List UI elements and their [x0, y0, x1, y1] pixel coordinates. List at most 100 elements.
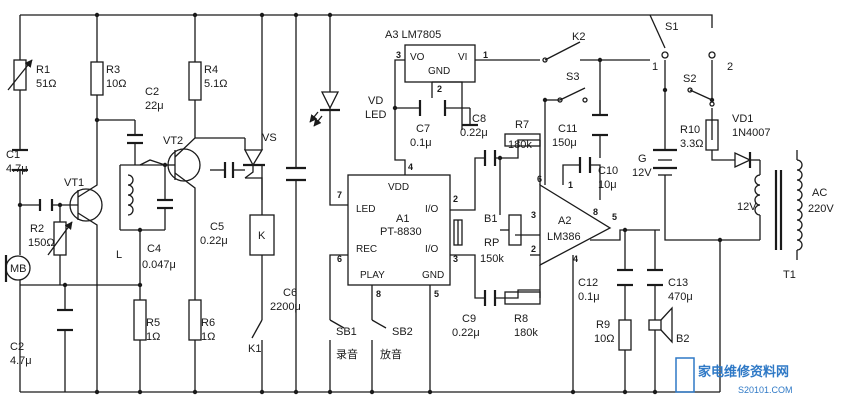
watermark-url: S20101.COM — [738, 385, 793, 395]
t1-ref: T1 — [783, 269, 796, 281]
c1-value: 4.7μ — [6, 163, 28, 175]
a2-part: LM386 — [547, 231, 581, 243]
c7-value: 0.1μ — [410, 137, 432, 149]
c5-value: 0.22μ — [200, 235, 228, 247]
r9-ref: R9 — [596, 319, 610, 331]
vd1-ref: VD1 — [732, 113, 753, 125]
c12-value: 0.1μ — [578, 291, 600, 303]
g-ref: G — [638, 153, 647, 165]
a3-pin3: 3 — [396, 50, 401, 60]
a2-pin5: 5 — [612, 212, 617, 222]
wiring — [19, 14, 761, 393]
a1-pin2: 2 — [453, 194, 458, 204]
r9-value: 10Ω — [594, 333, 614, 345]
vt1-ref: VT1 — [64, 177, 84, 189]
a1-vdd: VDD — [388, 182, 409, 193]
l-ref: L — [116, 249, 122, 261]
a2-pin2: 2 — [531, 244, 536, 254]
a1-pin4: 4 — [408, 162, 413, 172]
c8-value: 0.22μ — [460, 127, 488, 139]
a1-play: PLAY — [360, 270, 385, 281]
sb2-label: 放音 — [380, 347, 402, 361]
c11-value: 150μ — [552, 137, 577, 149]
a1-led: LED — [356, 204, 375, 215]
r6-value: 1Ω — [201, 331, 215, 343]
c4-value: 0.047μ — [142, 259, 176, 271]
a2-pin6: 6 — [537, 174, 542, 184]
c10-value: 10μ — [598, 179, 617, 191]
a1-gnd: GND — [422, 270, 444, 281]
r1-ref: R1 — [36, 64, 50, 76]
t1-primary: AC — [812, 187, 827, 199]
r6-ref: R6 — [201, 317, 215, 329]
junction-dots — [17, 12, 723, 395]
c11-ref: C11 — [558, 123, 577, 135]
watermark: 家电维修资料网 S20101.COM — [675, 357, 793, 395]
vs-ref: VS — [262, 132, 277, 144]
r7-value: 180k — [508, 139, 532, 151]
c4-ref: C4 — [147, 243, 161, 255]
sb1-label: 录音 — [336, 347, 358, 361]
c2b-ref: C2 — [10, 341, 24, 353]
a1-pin7: 7 — [337, 190, 342, 200]
k-ref: K — [258, 230, 266, 242]
component-labels: R1 51Ω R3 10Ω C2 22μ R4 5.1Ω VS A3 LM780… — [6, 21, 834, 367]
vd-name: LED — [365, 109, 386, 121]
c13-ref: C13 — [668, 277, 688, 289]
g-value: 12V — [632, 167, 652, 179]
s1-ref: S1 — [665, 21, 678, 33]
a2-pin1: 1 — [568, 180, 573, 190]
component-symbols — [4, 44, 803, 351]
c8-ref: C8 — [472, 113, 486, 125]
vd1-value: 1N4007 — [732, 127, 771, 139]
a2-pin3: 3 — [531, 210, 536, 220]
a1-part: PT-8830 — [380, 226, 422, 238]
b1-ref: B1 — [484, 213, 497, 225]
c2b-value: 4.7μ — [10, 355, 32, 367]
rp-ref: RP — [484, 237, 499, 249]
a1-pin3: 3 — [453, 254, 458, 264]
s1-pos1: 1 — [652, 61, 658, 73]
s1-pos2: 2 — [727, 61, 733, 73]
a3-vi: VI — [458, 52, 467, 63]
s2-ref: S2 — [683, 73, 696, 85]
a1-ref: A1 — [396, 213, 409, 225]
c7-ref: C7 — [416, 123, 430, 135]
c6-value: 2200μ — [270, 301, 301, 313]
k2-ref: K2 — [572, 31, 585, 43]
s3-ref: S3 — [566, 71, 579, 83]
c6-ref: C6 — [283, 287, 297, 299]
mb-ref: MB — [10, 263, 27, 275]
a2-pin4: 4 — [573, 254, 578, 264]
t1-primary-v: 220V — [808, 203, 834, 215]
watermark-logo-icon — [675, 357, 695, 393]
r7-ref: R7 — [515, 119, 529, 131]
c2a-value: 22μ — [145, 100, 164, 112]
vt2-ref: VT2 — [163, 135, 183, 147]
k1-ref: K1 — [248, 343, 261, 355]
r5-ref: R5 — [146, 317, 160, 329]
rp-value: 150k — [480, 253, 504, 265]
sb2-ref: SB2 — [392, 326, 413, 338]
r3-value: 10Ω — [106, 78, 126, 90]
watermark-text: 家电维修资料网 — [698, 364, 789, 380]
a3-pin2: 2 — [437, 84, 442, 94]
c10-ref: C10 — [598, 165, 618, 177]
r8-ref: R8 — [514, 313, 528, 325]
a1-io2: I/O — [425, 244, 439, 255]
r2-value: 150Ω — [28, 237, 55, 249]
a2-ref: A2 — [558, 215, 571, 227]
b2-ref: B2 — [676, 333, 689, 345]
a2-pin8: 8 — [593, 207, 598, 217]
a1-pin5: 5 — [434, 289, 439, 299]
a1-pin8: 8 — [376, 289, 381, 299]
c2a-ref: C2 — [145, 86, 159, 98]
r4-ref: R4 — [204, 64, 218, 76]
r10-value: 3.3Ω — [680, 138, 704, 150]
r8-value: 180k — [514, 327, 538, 339]
a3-gnd: GND — [428, 66, 450, 77]
a1-rec: REC — [356, 244, 377, 255]
c1-ref: C1 — [6, 149, 20, 161]
c13-value: 470μ — [668, 291, 693, 303]
